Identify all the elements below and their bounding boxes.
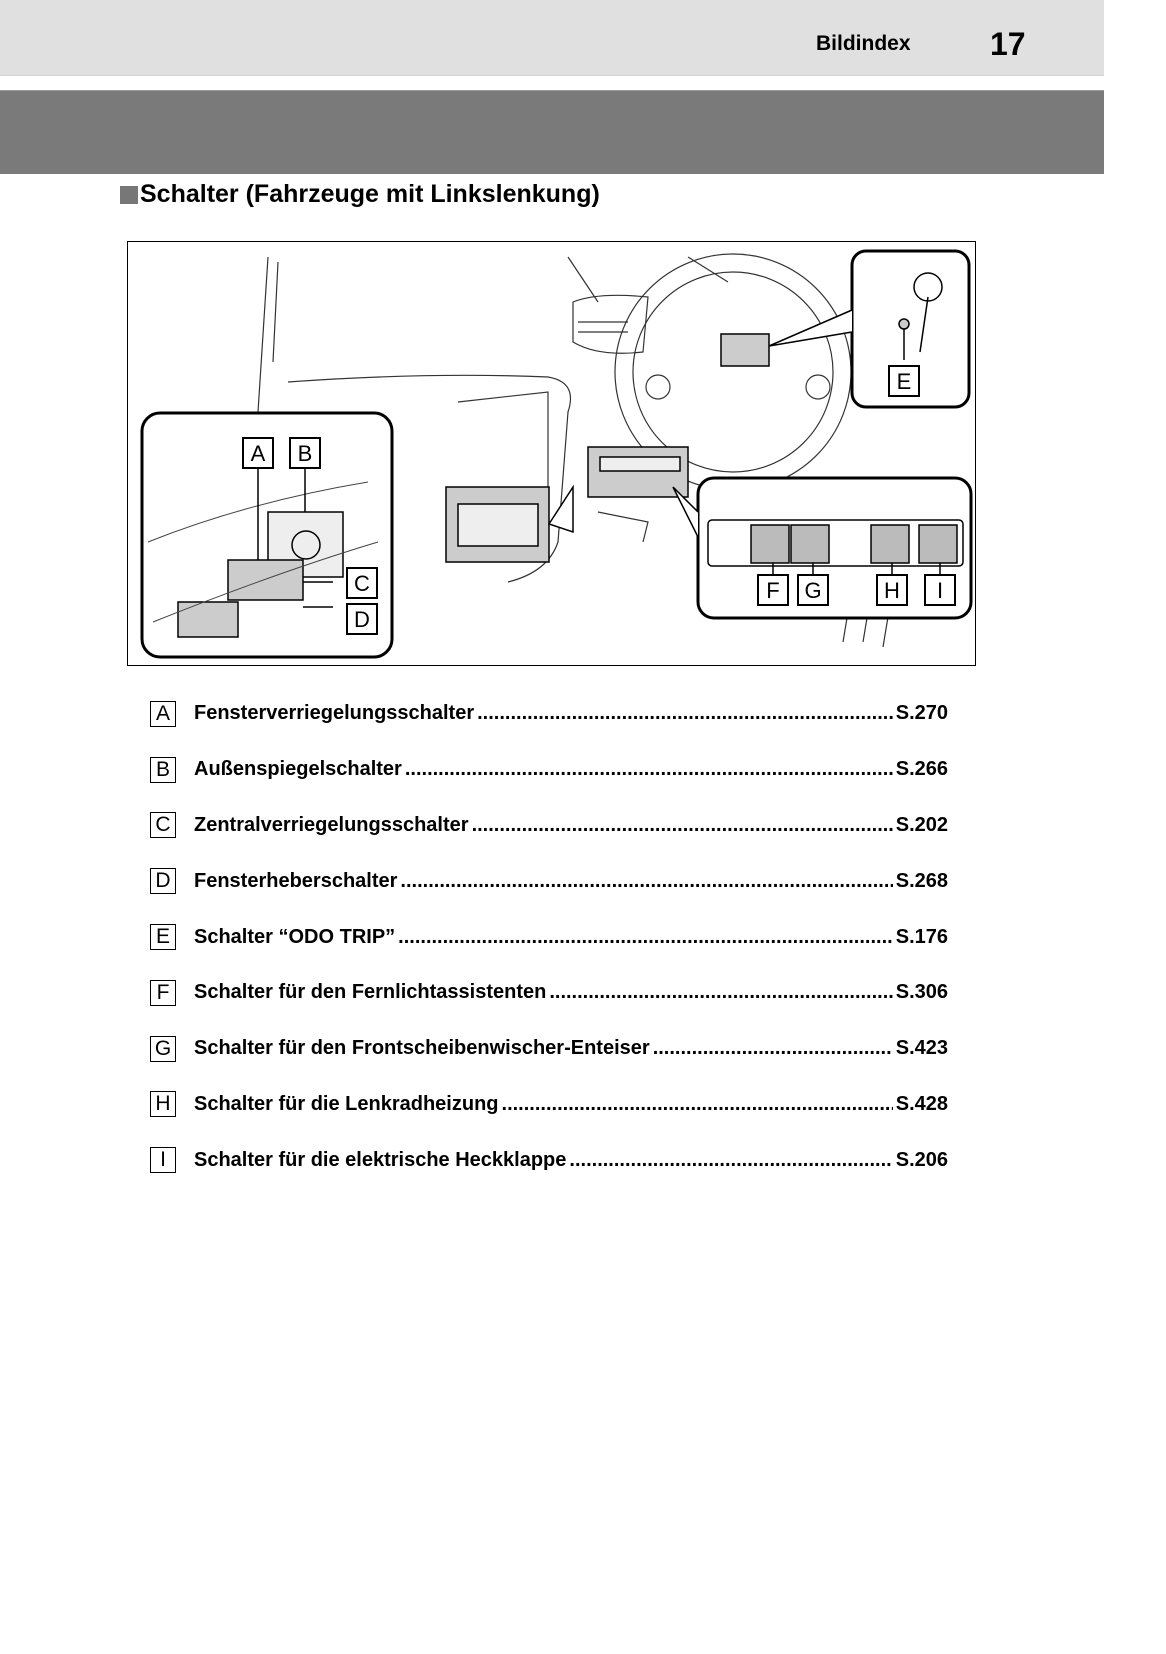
page-reference[interactable]: S.206 xyxy=(895,1148,948,1171)
callout-f: F xyxy=(757,574,789,606)
top-right-inset xyxy=(768,249,971,409)
page-header-band xyxy=(0,0,1104,76)
page-reference[interactable]: S.306 xyxy=(895,981,948,1004)
item-text: Fensterheberschalter xyxy=(194,869,398,892)
callout-g: G xyxy=(797,574,829,606)
door-switch-panel xyxy=(445,484,574,563)
chapter-band xyxy=(0,90,1104,174)
leader-dots xyxy=(653,1037,893,1060)
page-reference[interactable]: S.428 xyxy=(895,1092,948,1115)
page-reference[interactable]: S.423 xyxy=(895,1037,948,1060)
odo-area xyxy=(720,333,770,367)
item-text: Schalter für die Lenkradheizung xyxy=(194,1092,499,1115)
callout-h: H xyxy=(876,574,908,606)
item-text: Außenspiegelschalter xyxy=(194,758,402,781)
page-reference[interactable]: S.270 xyxy=(895,702,948,725)
leader-dots xyxy=(472,814,893,837)
svg-text:I: I xyxy=(937,578,943,603)
item-text: Zentralverriegelungsschalter xyxy=(194,813,469,836)
item-label: F xyxy=(150,979,176,1006)
leader-dots xyxy=(477,702,893,725)
item-label: C xyxy=(150,812,176,839)
list-item: A Fensterverriegelungsschalter S.270 xyxy=(150,686,948,742)
item-text: Schalter “ODO TRIP” xyxy=(194,925,396,948)
leader-dots xyxy=(569,1149,892,1172)
item-label: E xyxy=(150,924,176,951)
callout-b: B xyxy=(289,437,321,469)
list-item: E Schalter “ODO TRIP” S.176 xyxy=(150,909,948,965)
callout-e: E xyxy=(888,365,920,397)
list-item: F Schalter für den Fernlichtassistenten S.… xyxy=(150,965,948,1021)
leader-dots xyxy=(549,981,892,1004)
page-reference[interactable]: S.202 xyxy=(895,813,948,836)
list-item: G Schalter für den Frontscheibenwischer-E… xyxy=(150,1021,948,1077)
page-number: 17 xyxy=(990,26,1026,62)
item-label: H xyxy=(150,1091,176,1118)
left-inset xyxy=(140,411,394,659)
item-text: Schalter für den Fernlichtassistenten xyxy=(194,981,547,1004)
dashboard-line-art xyxy=(257,253,889,648)
leader-dots xyxy=(398,926,893,949)
item-label: B xyxy=(150,756,176,783)
item-label: I xyxy=(150,1147,176,1174)
callout-d: D xyxy=(346,603,378,635)
svg-text:E: E xyxy=(897,369,912,394)
section-title: Schalter (Fahrzeuge mit Linkslenkung) xyxy=(120,180,600,209)
square-bullet-icon xyxy=(120,185,138,204)
svg-text:G: G xyxy=(804,578,821,603)
section-name: Bildindex xyxy=(816,32,911,55)
list-item: C Zentralverriegelungsschalter S.202 xyxy=(150,798,948,854)
svg-text:D: D xyxy=(354,607,370,632)
list-item: H Schalter für die Lenkradheizung S.428 xyxy=(150,1077,948,1133)
list-item: D Fensterheberschalter S.268 xyxy=(150,853,948,909)
page-reference[interactable]: S.176 xyxy=(895,925,948,948)
switch-index-list: A Fensterverriegelungsschalter S.270 B Auße… xyxy=(150,686,948,1188)
list-item: B Außenspiegelschalter S.266 xyxy=(150,742,948,798)
leader-dots xyxy=(502,1093,893,1116)
page-reference[interactable]: S.268 xyxy=(895,869,948,892)
leader-dots xyxy=(400,870,892,893)
item-label: A xyxy=(150,700,176,727)
item-label: D xyxy=(150,868,176,895)
svg-text:A: A xyxy=(251,441,266,466)
svg-text:C: C xyxy=(354,571,370,596)
list-item: I Schalter für die elektrische Heckklappe… xyxy=(150,1132,948,1188)
item-label: G xyxy=(150,1035,176,1062)
callout-c: C xyxy=(346,567,378,599)
svg-text:H: H xyxy=(884,578,900,603)
svg-text:F: F xyxy=(766,578,779,603)
svg-text:B: B xyxy=(298,441,313,466)
leader-dots xyxy=(405,758,893,781)
page-reference[interactable]: S.266 xyxy=(895,758,948,781)
switch-illustration: A B C D E F G H I xyxy=(127,241,976,666)
item-text: Schalter für den Frontscheibenwischer-En… xyxy=(194,1037,650,1060)
dash-switch-panel xyxy=(587,446,689,498)
item-text: Fensterverriegelungsschalter xyxy=(194,702,475,725)
callout-a: A xyxy=(242,437,274,469)
callout-i: I xyxy=(924,574,956,606)
item-text: Schalter für die elektrische Heckklappe xyxy=(194,1148,567,1171)
